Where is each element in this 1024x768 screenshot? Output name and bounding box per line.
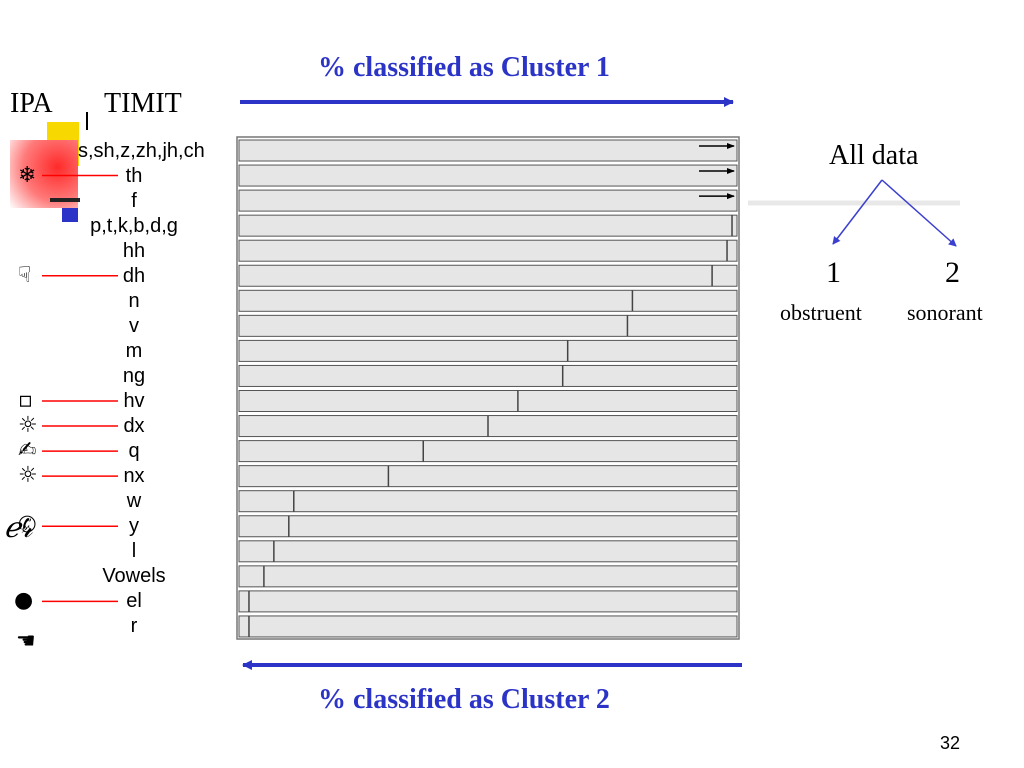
row-label: v — [129, 314, 139, 337]
pointing-hand-icon: ☚ — [16, 629, 36, 655]
tree-left-label: obstruent — [780, 300, 862, 325]
row-label: f — [131, 189, 137, 212]
tree-root-label: All data — [829, 140, 919, 171]
bar-cluster-track — [238, 364, 738, 387]
bar-row-11 — [238, 415, 738, 438]
bar-cluster-track — [238, 440, 738, 463]
row-label: Vowels — [102, 565, 166, 588]
bar-cluster-track — [238, 615, 738, 638]
row-label: q — [128, 440, 140, 463]
thumbs-down-icon: ☟ — [18, 262, 32, 288]
bar-cluster-track — [238, 289, 738, 312]
row-label: n — [128, 289, 140, 312]
bar-row-7 — [238, 314, 738, 337]
bar-cluster-track — [238, 314, 738, 337]
bar-row-2 — [238, 189, 738, 212]
snowflake-icon: ❄ — [18, 162, 37, 188]
row-label: w — [126, 490, 142, 513]
row-label: p,t,k,b,d,g — [90, 214, 178, 237]
bar-cluster-track — [238, 264, 738, 287]
decor-dark-bar — [50, 198, 80, 202]
bar-cluster-track — [238, 565, 738, 588]
bar-cluster-track — [238, 339, 738, 362]
bar-row-10 — [238, 390, 738, 412]
row-label: m — [125, 339, 143, 362]
bar-row-14 — [238, 490, 738, 513]
row-label: dx — [123, 415, 145, 438]
filled-circle-icon: ● — [14, 588, 34, 614]
bar-row-5 — [238, 264, 738, 287]
bar-row-15 — [238, 515, 738, 538]
row-label: l — [131, 540, 137, 563]
bar-row-3 — [238, 214, 738, 237]
plot-frame — [236, 136, 740, 640]
row-label: y — [129, 515, 139, 538]
tree-branch-right — [881, 179, 957, 247]
bar-cluster-track — [238, 590, 738, 613]
bar-row-12 — [238, 440, 738, 463]
tree-left-number: 1 — [826, 256, 841, 289]
decor-blue-square — [62, 208, 78, 222]
chart-title-bottom: % classified as Cluster 2 — [318, 684, 610, 715]
chart-title-top: % classified as Cluster 1 — [318, 52, 610, 83]
cursive-er-icon: ℯ𝓇 — [4, 511, 33, 544]
row-label: ng — [122, 364, 146, 387]
telephone-icon: ✆ — [18, 513, 37, 539]
bar-cluster-track — [238, 465, 738, 488]
decor-vertical-tick — [86, 112, 88, 130]
row-label: nx — [123, 465, 145, 488]
bar-cluster-track — [238, 239, 738, 262]
bar-cluster-track — [238, 164, 738, 187]
tree-right-number: 2 — [945, 256, 960, 289]
bar-row-16 — [238, 540, 738, 563]
bar-row-8 — [238, 339, 738, 362]
bar-cluster-track — [238, 540, 738, 563]
bar-row-9 — [238, 364, 738, 387]
bar-cluster-track — [238, 189, 738, 212]
row-label: s,sh,z,zh,jh,ch — [78, 139, 205, 162]
row-label: dh — [122, 264, 146, 287]
bar-cluster-track — [238, 490, 738, 513]
row-label: hv — [123, 390, 145, 412]
bar-row-13 — [238, 465, 738, 488]
bar-cluster-track — [238, 515, 738, 538]
decor-red-square — [10, 140, 78, 208]
page-number: 32 — [940, 733, 961, 753]
header-timit: TIMIT — [104, 88, 182, 119]
bar-row-4 — [238, 239, 738, 262]
sun-icon: ☼ — [18, 413, 38, 439]
bar-row-0 — [238, 139, 738, 162]
square-icon: ▫ — [18, 388, 33, 413]
bar-row-1 — [238, 164, 738, 187]
row-label: hh — [122, 239, 146, 262]
bar-row-17 — [238, 565, 738, 588]
bar-row-6 — [238, 289, 738, 312]
tree-branch-left — [832, 179, 883, 245]
sun-icon: ☼ — [18, 463, 38, 489]
bar-cluster-track — [238, 390, 738, 412]
bar-row-18 — [238, 590, 738, 613]
row-label: r — [130, 615, 138, 638]
row-label: el — [126, 590, 142, 613]
row-label: th — [125, 164, 143, 187]
bar-row-19 — [238, 615, 738, 638]
bar-cluster-track — [238, 139, 738, 162]
writing-hand-icon: ✍ — [18, 438, 37, 464]
bar-cluster-track — [238, 214, 738, 237]
header-ipa: IPA — [10, 88, 53, 119]
tree-right-label: sonorant — [907, 300, 983, 325]
